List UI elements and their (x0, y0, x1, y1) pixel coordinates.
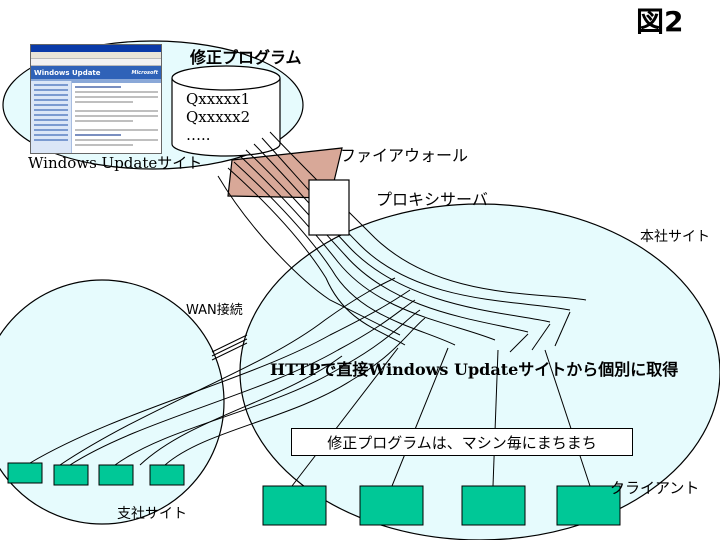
windows-update-screenshot: Windows Update Microsoft (30, 44, 162, 154)
branch-client-box (149, 464, 185, 486)
firewall-label: ファイアウォール (340, 146, 469, 165)
branch-client-box (53, 464, 89, 486)
http-request-lines (217, 131, 587, 346)
hq-client-box (262, 485, 327, 526)
screenshot-content (75, 83, 158, 153)
hq-client-box (556, 485, 621, 526)
patch-store-title: 修正プログラム (190, 48, 302, 67)
screenshot-banner: Windows Update Microsoft (31, 66, 161, 79)
branch-client-box (98, 464, 134, 486)
patch-item: Qxxxxx1 (186, 90, 251, 108)
windows-update-site-label: Windows Updateサイト (28, 154, 203, 172)
http-direct-fetch-label: HTTPで直接Windows Updateサイトから個別に取得 (270, 360, 679, 379)
hq-to-client-lines (291, 311, 591, 487)
patch-item: Qxxxxx2 (186, 108, 251, 126)
proxy-server-label: プロキシサーバ (376, 190, 488, 209)
hq-site-label: 本社サイト (640, 229, 710, 245)
patch-database-cylinder (171, 65, 281, 157)
proxy-server-box (308, 179, 350, 236)
branch-request-lines (29, 277, 426, 466)
wan-connection-line (211, 334, 248, 361)
patch-variance-note: 修正プログラムは、マシン毎にまちまち (291, 428, 633, 456)
screenshot-banner-text: Windows Update (34, 68, 101, 77)
patch-item: ….. (186, 126, 211, 144)
hq-clients (262, 485, 621, 526)
branch-client-box (7, 462, 43, 484)
screenshot-sidebar (31, 81, 72, 153)
clients-label: クライアント (610, 479, 700, 497)
hq-client-box (359, 485, 424, 526)
branch-clients (7, 462, 185, 486)
screenshot-navbar (31, 79, 161, 83)
screenshot-addressbar (31, 59, 161, 66)
microsoft-logo: Microsoft (131, 69, 158, 76)
figure-number: 図2 (636, 5, 684, 38)
branch-site-label: 支社サイト (117, 506, 187, 522)
screenshot-titlebar (31, 45, 161, 52)
hq-client-box (461, 485, 526, 526)
screenshot-menubar (31, 52, 161, 59)
wan-connection-label: WAN接続 (186, 303, 243, 318)
